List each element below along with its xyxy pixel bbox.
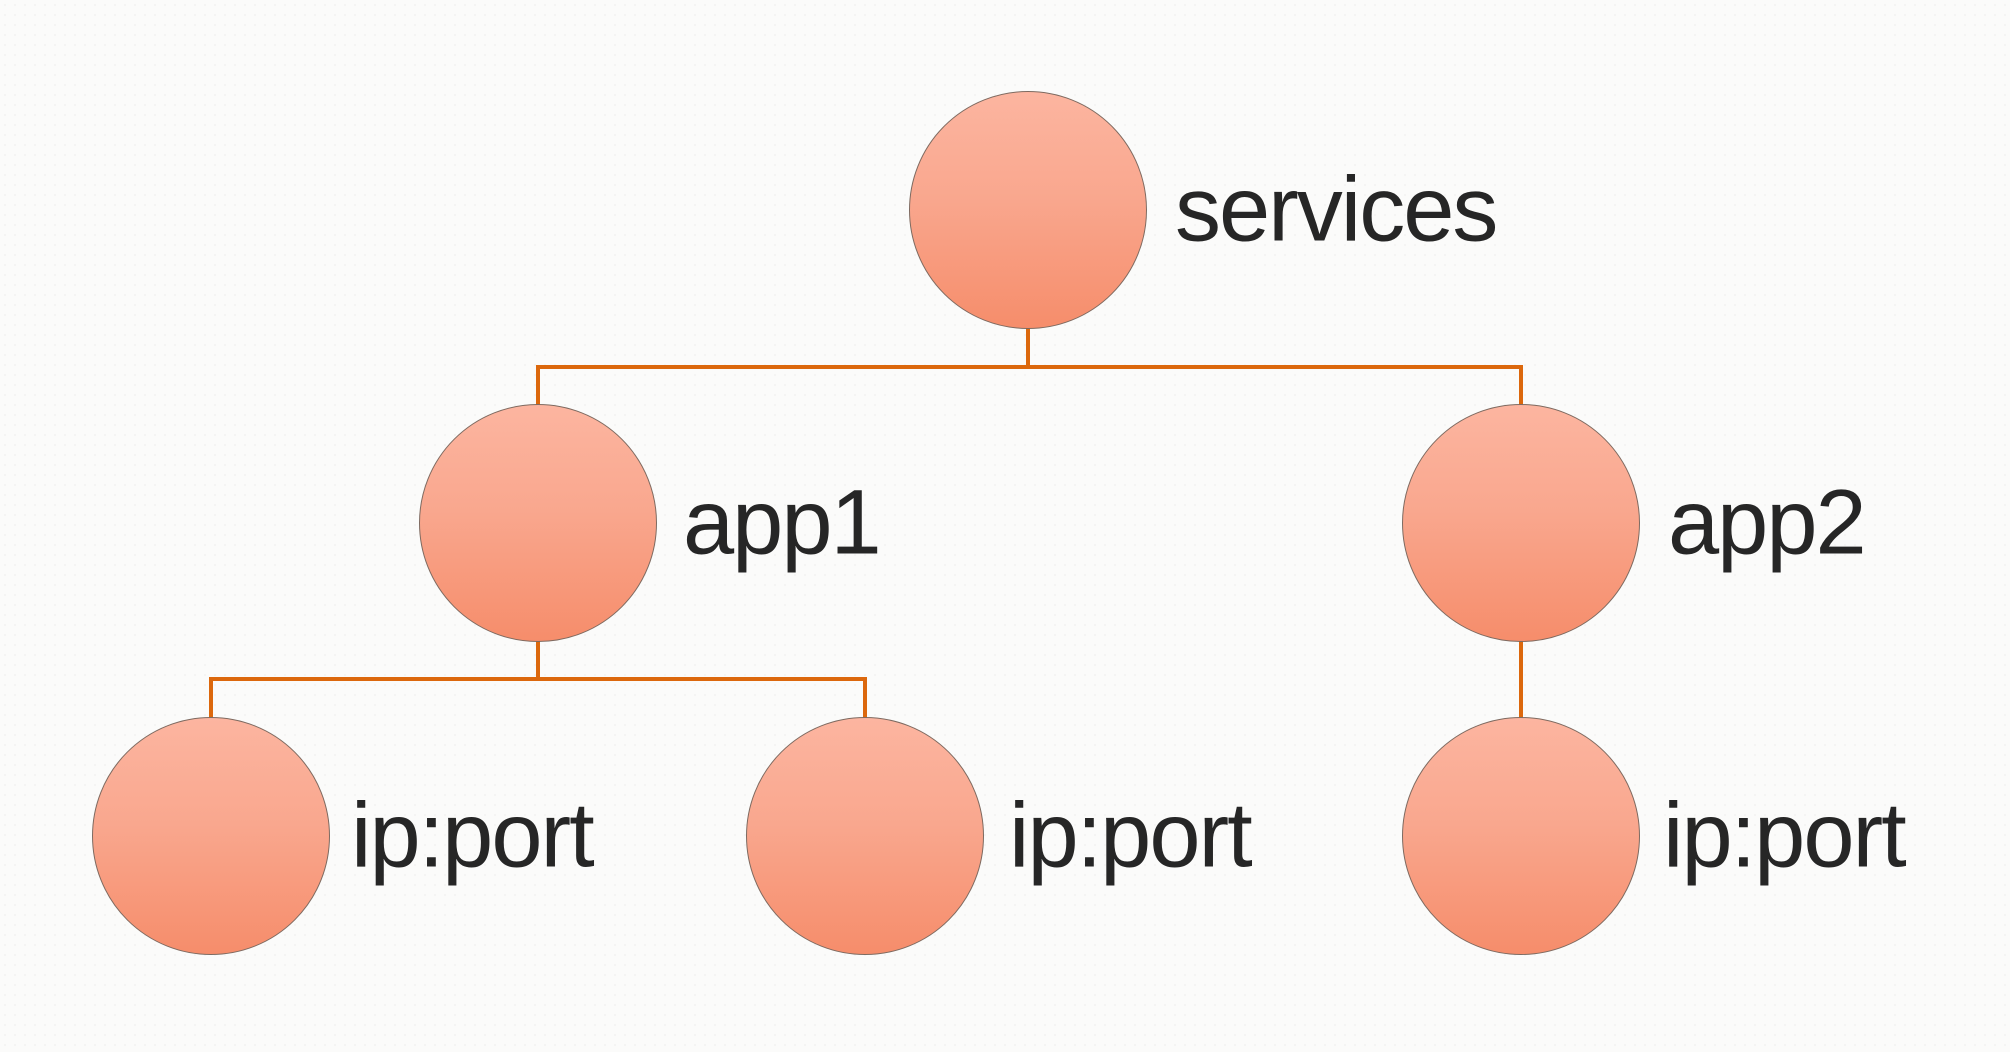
edge-app1-stem bbox=[536, 639, 540, 681]
edge-services-stem bbox=[1026, 327, 1030, 369]
edge-endpoint1-drop bbox=[209, 677, 213, 722]
node-app2-endpoint-1-label: ip:port bbox=[1663, 784, 1907, 887]
node-app2-label: app2 bbox=[1668, 471, 1867, 574]
node-app1-endpoint-2 bbox=[746, 717, 984, 955]
node-app1-endpoint-2-label: ip:port bbox=[1009, 784, 1253, 887]
node-app2 bbox=[1402, 404, 1640, 642]
edge-services-bus bbox=[536, 365, 1523, 369]
edge-app2-drop bbox=[1519, 365, 1523, 408]
edge-app1-drop bbox=[536, 365, 540, 408]
edge-app2-endpoint-stem bbox=[1519, 640, 1523, 722]
node-app2-endpoint-1 bbox=[1402, 717, 1640, 955]
edge-app1-bus bbox=[209, 677, 867, 681]
node-app1-endpoint-1-label: ip:port bbox=[351, 784, 595, 887]
node-app1 bbox=[419, 404, 657, 642]
node-app1-endpoint-1 bbox=[92, 717, 330, 955]
node-services bbox=[909, 91, 1147, 329]
node-services-label: services bbox=[1175, 158, 1498, 261]
edge-endpoint2-drop bbox=[863, 677, 867, 722]
node-app1-label: app1 bbox=[683, 471, 882, 574]
